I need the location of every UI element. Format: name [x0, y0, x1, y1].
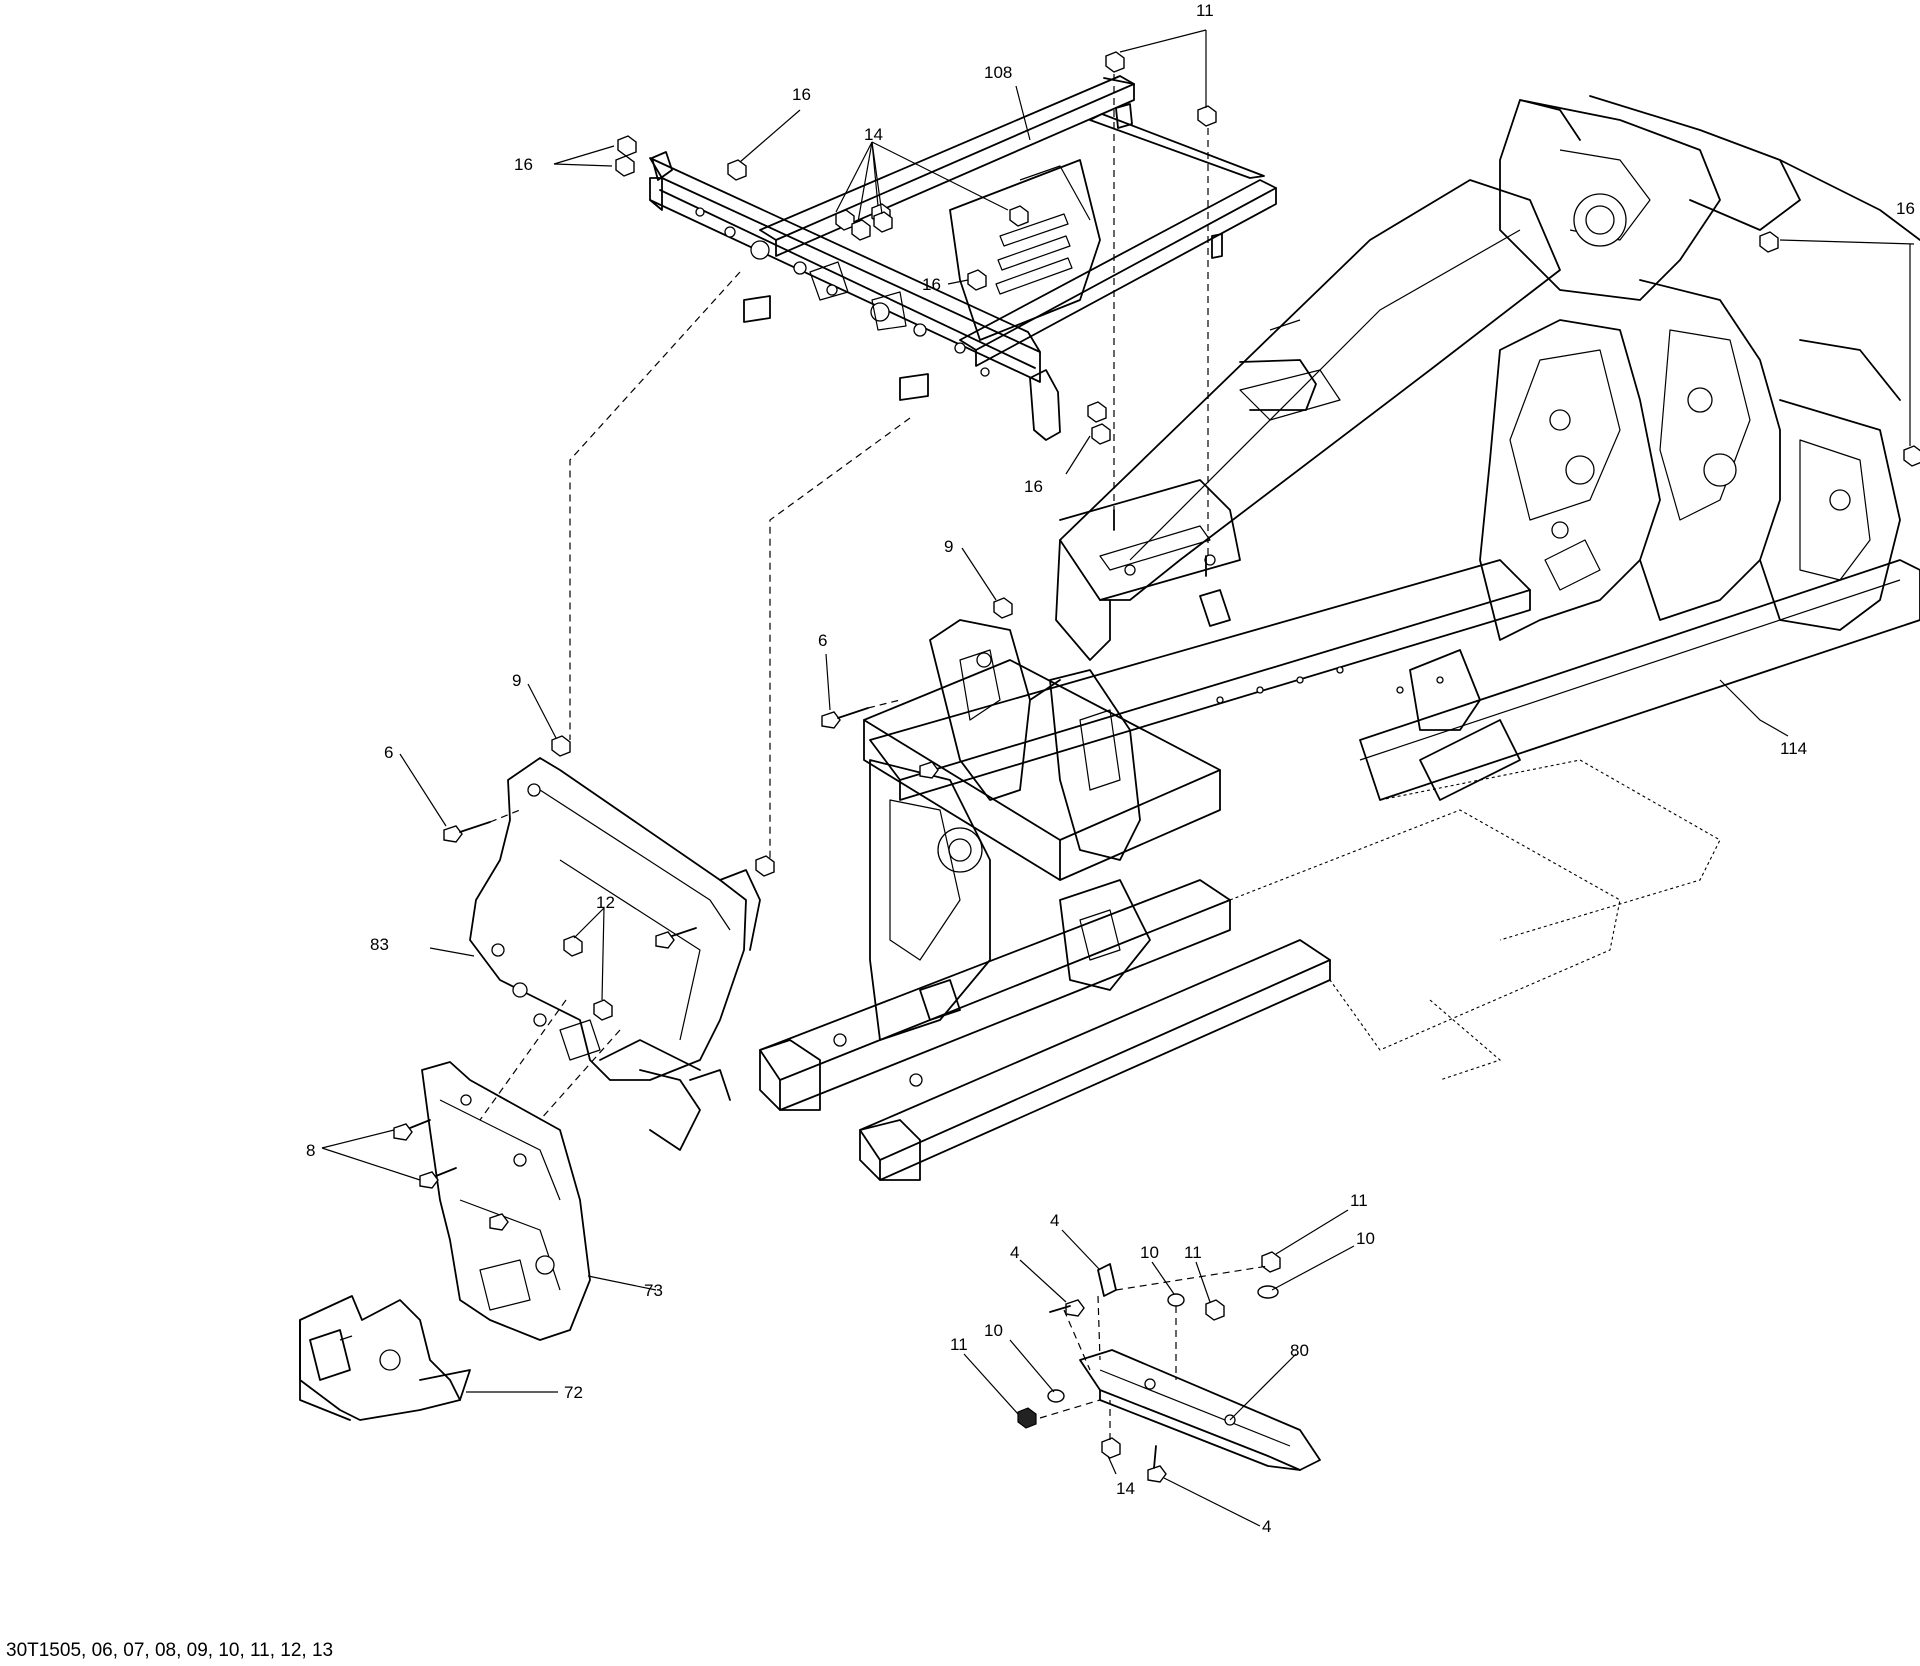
callout-14: 14	[864, 125, 883, 144]
callout-9: 9	[512, 671, 521, 690]
hardware	[393, 51, 1920, 1483]
callout-11: 11	[1196, 1, 1214, 20]
assembly-lines	[479, 74, 1269, 1440]
callout-11: 11	[1184, 1243, 1202, 1262]
callout-4: 4	[1050, 1211, 1059, 1230]
callout-14: 14	[1116, 1479, 1135, 1498]
callout-72: 72	[564, 1383, 583, 1402]
leader-lines	[321, 29, 1915, 1527]
part-114-main-frame	[759, 95, 1920, 1181]
part-72-hitch-receiver	[299, 1295, 471, 1421]
callout-11: 11	[950, 1335, 968, 1354]
callout-16: 16	[922, 275, 941, 294]
callout-11: 11	[1350, 1191, 1368, 1210]
part-80-skid-plate	[1079, 1349, 1321, 1471]
callout-10: 10	[984, 1321, 1003, 1340]
callout-16: 16	[792, 85, 811, 104]
callout-4: 4	[1262, 1517, 1271, 1536]
callout-labels: 11 108 16 16 14 16 16 16 9 6 9 6 114 12 …	[306, 1, 1915, 1536]
callout-108: 108	[984, 63, 1012, 82]
callout-114: 114	[1780, 739, 1807, 758]
callout-16: 16	[514, 155, 533, 174]
callout-6: 6	[818, 631, 827, 650]
callout-4: 4	[1010, 1243, 1019, 1262]
part-83-left-bracket	[469, 757, 761, 1151]
callout-10: 10	[1140, 1243, 1159, 1262]
callout-83: 83	[370, 935, 389, 954]
part-108-front-upper-frame	[649, 75, 1277, 441]
part-73-hitch-bracket	[421, 1061, 591, 1341]
callout-10: 10	[1356, 1229, 1375, 1248]
callout-6: 6	[384, 743, 393, 762]
callout-8: 8	[306, 1141, 315, 1160]
callout-80: 80	[1290, 1341, 1309, 1360]
callout-16: 16	[1024, 477, 1043, 496]
callout-73: 73	[644, 1281, 663, 1300]
reference-code: 30T1505, 06, 07, 08, 09, 10, 11, 12, 13	[6, 1640, 333, 1661]
callout-12: 12	[596, 893, 615, 912]
callout-9: 9	[944, 537, 953, 556]
callout-16: 16	[1896, 199, 1915, 218]
